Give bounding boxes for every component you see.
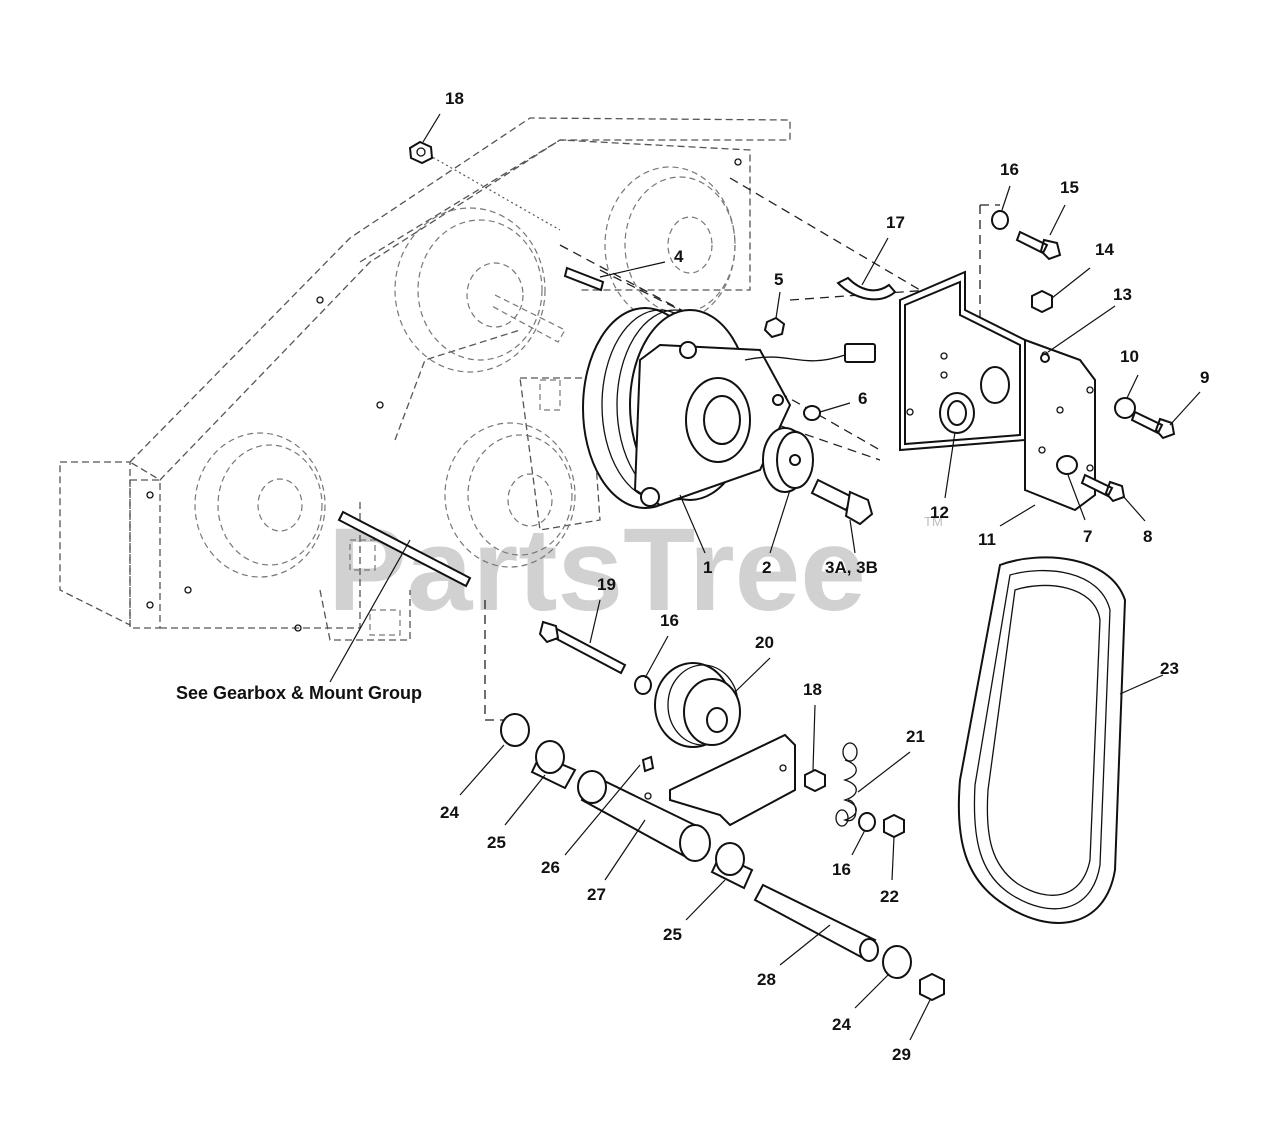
bushing-part-25-left [530,740,577,790]
key-part-4 [563,266,605,292]
bolt-part-3 [810,478,874,526]
callout-4: 4 [674,247,684,266]
callout-25-right: 25 [663,925,682,944]
spring-part-21 [835,742,858,827]
spacer-part-2 [762,427,814,493]
nut-part-18-bottom [804,768,826,793]
callout-labels: 18 4 5 17 16 15 14 13 10 9 6 12 11 7 8 1… [440,89,1209,1064]
wire-clip-part-17 [836,276,897,301]
callout-27: 27 [587,885,606,904]
callout-24-left: 24 [440,803,459,822]
washer-part-16-mid [634,675,652,695]
callout-12: 12 [930,503,949,522]
washer-part-16-bottom [858,812,876,832]
idler-bolt-part-19 [538,620,627,675]
callout-13: 13 [1113,285,1132,304]
callout-24-right: 24 [832,1015,851,1034]
nut-part-14 [1031,289,1053,314]
pivot-tube-part-27 [577,755,711,862]
washer-part-10 [1114,397,1136,419]
callout-26: 26 [541,858,560,877]
watermark-trademark: TM [924,514,943,529]
nut-part-18-top [408,140,434,165]
washer-part-6 [803,405,821,421]
callout-25-left: 25 [487,833,506,852]
callout-23: 23 [1160,659,1179,678]
callout-16-mid: 16 [660,611,679,630]
drive-belt-part-23 [957,556,1127,924]
callout-17: 17 [886,213,905,232]
washer-part-24-right [882,945,912,979]
idler-pulley-part-20 [654,662,741,748]
washer-part-24-left [500,713,530,747]
callout-2: 2 [762,558,771,577]
callout-14: 14 [1095,240,1114,259]
callout-11: 11 [978,530,996,549]
idler-arm [669,733,796,827]
nut-part-22 [883,813,905,839]
callout-9: 9 [1200,368,1209,387]
see-gearbox-note: See Gearbox & Mount Group [176,683,422,703]
callout-15: 15 [1060,178,1079,197]
bolt-part-9 [1130,410,1176,440]
callout-18: 18 [445,89,464,108]
nut-part-29 [919,972,945,1002]
callout-20: 20 [755,633,774,652]
callout-7: 7 [1083,527,1092,546]
nut-part-5 [763,316,786,339]
shaft-part-28 [753,883,879,962]
washer-part-7 [1056,455,1078,475]
callout-8: 8 [1143,527,1152,546]
callout-6: 6 [858,389,867,408]
callout-16: 16 [1000,160,1019,179]
callout-18-bottom: 18 [803,680,822,699]
bolt-part-8 [1080,473,1126,503]
callout-19: 19 [597,575,616,594]
callout-3a-3b: 3A, 3B [825,558,878,577]
callout-5: 5 [774,270,783,289]
mounting-bracket [899,270,1096,512]
washer-part-16-top [991,210,1009,230]
callout-28: 28 [757,970,776,989]
leader-lines [329,113,1201,1041]
electric-clutch [582,307,876,509]
watermark-text: PartsTree [328,504,866,636]
callout-22: 22 [880,887,899,906]
bolt-part-15 [1015,230,1062,261]
callout-1: 1 [703,558,712,577]
bushing-part-25-right [710,842,754,890]
callout-16-bottom: 16 [832,860,851,879]
callout-29: 29 [892,1045,911,1064]
callout-21: 21 [906,727,925,746]
hole-part-13 [1040,353,1050,363]
callout-10: 10 [1120,347,1139,366]
